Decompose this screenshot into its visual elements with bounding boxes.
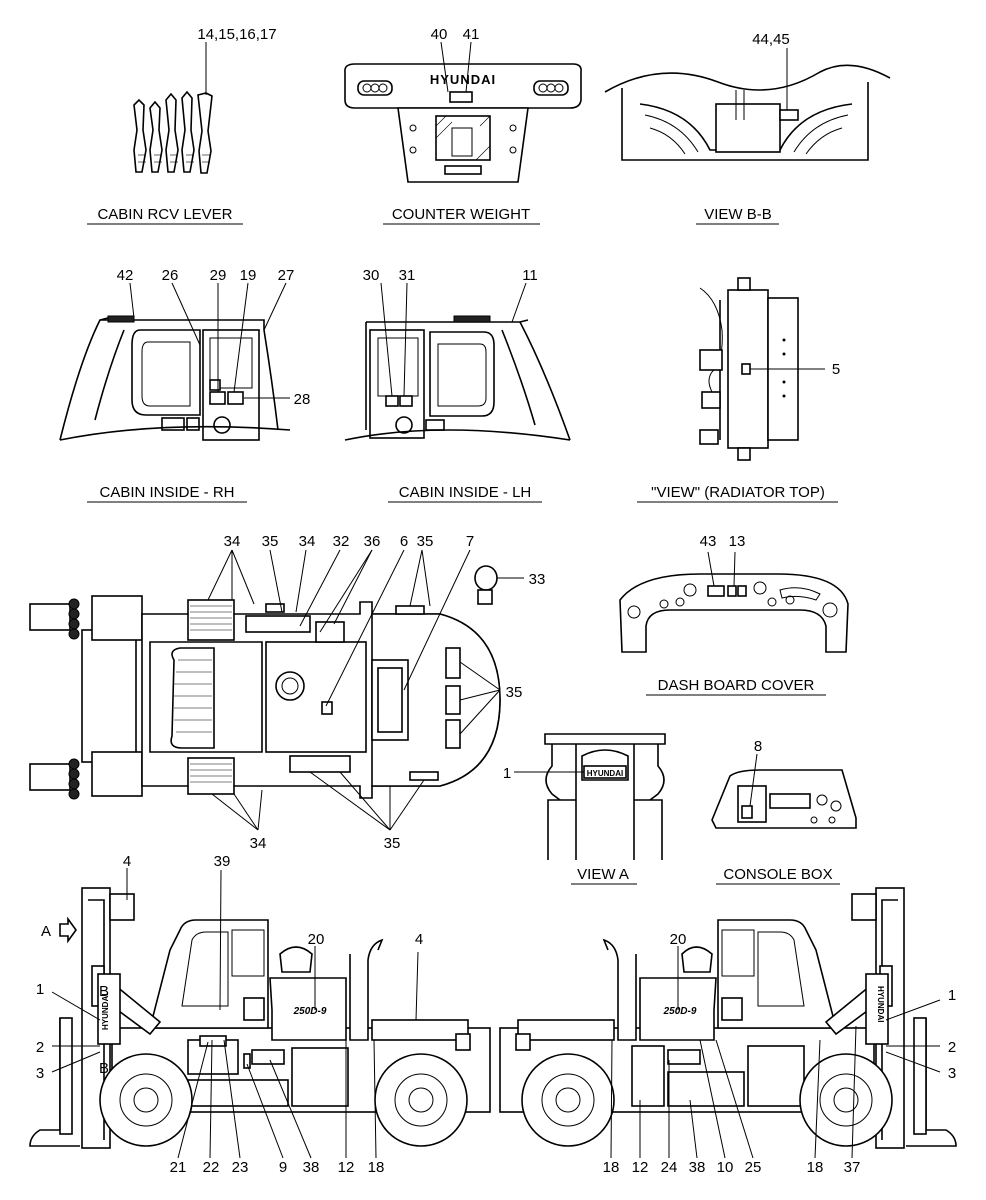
label-rh-42: 42 [117,267,134,284]
model-right: 250D-9 [663,1006,697,1017]
label-top-35a: 35 [262,533,279,550]
label-ls-2: 2 [36,1039,44,1056]
right-side-view: 250D-9 HYUNDAI 20 1 2 3 18 [499,887,957,1176]
cabin-inside-rh-view: 42 26 29 19 27 28 CABIN INSIDE - RH [59,267,311,503]
label-cw-41: 41 [463,26,480,43]
brand-boom-left: HYUNDAI [101,994,110,1030]
caption-dash-board-cover: DASH BOARD COVER [658,677,815,694]
counter-weight-view: HYUNDAI 40 41 COUNTER WEIGHT [344,26,582,225]
view-bb: 44,45 VIEW B-B [604,31,891,225]
label-rad-5: 5 [832,361,840,378]
label-rs-1: 1 [948,987,956,1004]
label-ls-39: 39 [214,853,231,870]
label-lh-30: 30 [363,267,380,284]
caption-view-a: VIEW A [577,866,629,883]
label-rh-27: 27 [278,267,295,284]
label-ls-4a: 4 [123,853,131,870]
label-ls-38: 38 [303,1159,320,1176]
label-rh-26: 26 [162,267,179,284]
console-box-view: 8 CONSOLE BOX [711,738,857,885]
label-ls-18: 18 [368,1159,385,1176]
label-rcv: 14,15,16,17 [197,26,276,43]
top-plan-view: 34 35 34 32 36 6 35 7 33 35 34 35 [29,533,546,852]
label-rs-37: 37 [844,1159,861,1176]
caption-counter-weight: COUNTER WEIGHT [392,206,530,223]
label-rs-24: 24 [661,1159,678,1176]
caption-radiator-top: "VIEW" (RADIATOR TOP) [651,484,825,501]
label-top-36: 36 [364,533,381,550]
brand-boom-right: HYUNDAI [876,986,885,1022]
label-ls-4b: 4 [415,931,423,948]
label-rs-20: 20 [670,931,687,948]
brand-counterweight: HYUNDAI [430,72,496,87]
label-rs-18a: 18 [603,1159,620,1176]
label-ls-20: 20 [308,931,325,948]
label-ls-21: 21 [170,1159,187,1176]
label-rs-3: 3 [948,1065,956,1082]
label-top-6: 6 [400,533,408,550]
caption-view-bb: VIEW B-B [704,206,772,223]
label-lh-11: 11 [522,267,538,284]
label-top-33: 33 [529,571,546,588]
label-rs-12: 12 [632,1159,649,1176]
label-rh-19: 19 [240,267,257,284]
label-cw-40: 40 [431,26,448,43]
cabin-inside-lh-view: 30 31 11 CABIN INSIDE - LH [344,267,571,503]
label-ls-12: 12 [338,1159,355,1176]
label-rs-10: 10 [717,1159,734,1176]
label-dash-43: 43 [700,533,717,550]
label-va-1: 1 [503,765,511,782]
dash-board-cover-view: 43 13 DASH BOARD COVER [619,533,849,696]
label-top-35d: 35 [384,835,401,852]
label-rs-18b: 18 [807,1159,824,1176]
left-side-view: 250D-9 HYUNDAI [29,853,491,1176]
label-top-35b: 35 [417,533,434,550]
cabin-rcv-lever-view: 14,15,16,17 CABIN RCV LEVER [87,26,277,225]
label-ls-B1: B [99,983,109,1000]
label-rs-25: 25 [745,1159,762,1176]
label-ls-B2: B [99,1060,109,1077]
brand-view-a: HYUNDAI [587,769,623,778]
label-cb-8: 8 [754,738,762,755]
label-ls-A: A [41,923,51,940]
caption-cabin-rcv-lever: CABIN RCV LEVER [97,206,232,223]
label-ls-9: 9 [279,1159,287,1176]
caption-cabin-inside-rh: CABIN INSIDE - RH [99,484,234,501]
label-dash-13: 13 [729,533,746,550]
label-rs-2: 2 [948,1039,956,1056]
label-ls-1: 1 [36,981,44,998]
label-rh-28: 28 [294,391,311,408]
model-left: 250D-9 [293,1006,327,1017]
view-a: HYUNDAI 1 VIEW A [503,733,666,885]
label-ls-3: 3 [36,1065,44,1082]
label-top-35c: 35 [506,684,523,701]
label-rh-29: 29 [210,267,227,284]
label-rs-38: 38 [689,1159,706,1176]
label-ls-22: 22 [203,1159,220,1176]
label-top-7: 7 [466,533,474,550]
label-top-34b: 34 [299,533,316,550]
radiator-top-view: 5 "VIEW" (RADIATOR TOP) [637,277,840,503]
label-ls-23: 23 [232,1159,249,1176]
label-lh-31: 31 [399,267,416,284]
label-bb: 44,45 [752,31,790,48]
caption-cabin-inside-lh: CABIN INSIDE - LH [399,484,532,501]
label-top-32: 32 [333,533,350,550]
label-top-34d: 34 [250,835,267,852]
caption-console-box: CONSOLE BOX [723,866,832,883]
label-top-34a: 34 [224,533,241,550]
